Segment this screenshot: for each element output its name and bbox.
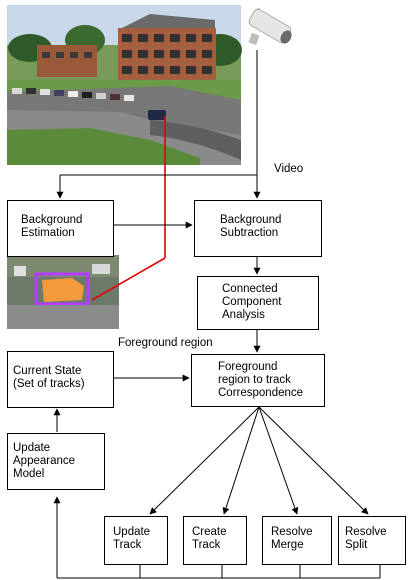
update-track-label: Update Track [113,526,151,551]
update-track-box: Update Track [104,516,168,565]
create-track-label: Create Track [192,526,227,551]
current-state-box: Current State (Set of tracks) [7,351,114,408]
segmented-car-photo [7,255,119,329]
highlight-connector [91,116,166,301]
foreground-correspondence-box: Foreground region to track Correspondenc… [191,354,325,407]
background-estimation-box: Background Estimation [7,200,114,257]
background-subtraction-box: Background Subtraction [194,200,322,257]
background-estimation-label: Background Estimation [21,214,83,239]
resolve-split-label: Resolve Split [345,526,387,551]
current-state-label: Current State (Set of tracks) [13,365,85,390]
resolve-merge-box: Resolve Merge [262,516,332,565]
foreground-correspondence-label: Foreground region to track Correspondenc… [218,361,304,399]
security-camera-icon [248,7,292,46]
connected-component-box: Connected Component Analysis [197,276,319,330]
background-subtraction-label: Background Subtraction [220,214,282,239]
resolve-split-box: Resolve Split [338,516,406,565]
resolve-merge-label: Resolve Merge [271,526,313,551]
create-track-box: Create Track [183,516,247,565]
foreground-region-label: Foreground region [118,337,213,349]
scene-photo [7,5,242,165]
connected-component-label: Connected Component Analysis [222,283,282,321]
connector-lines [53,50,381,579]
video-label: Video [274,163,304,175]
update-appearance-box: Update Appearance Model [7,433,105,490]
update-appearance-label: Update Appearance Model [13,442,76,480]
